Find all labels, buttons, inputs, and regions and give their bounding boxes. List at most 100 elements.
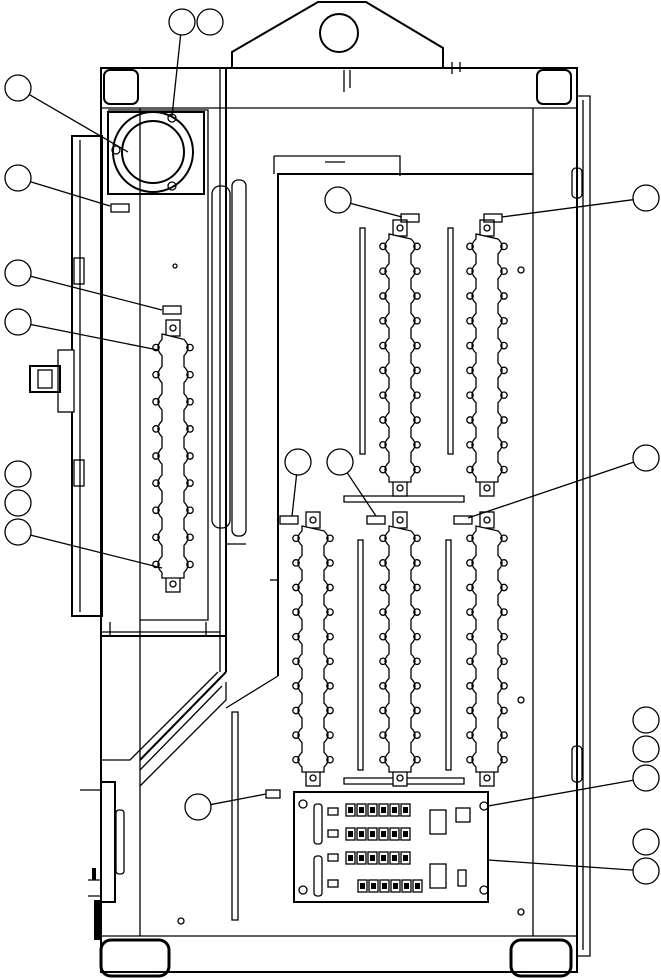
relay-coil [381, 831, 386, 837]
strip-screw [483, 516, 491, 524]
terminal-screw [500, 242, 508, 251]
terminal-screw [186, 397, 194, 406]
terminal-screw [326, 583, 334, 592]
leader-lines [28, 34, 634, 871]
terminal-screw [413, 534, 421, 543]
relay-coil [359, 855, 364, 861]
terminal-screw [466, 755, 474, 764]
terminal-screw [466, 316, 474, 325]
terminal-screw [152, 343, 160, 352]
terminal-screw [326, 755, 334, 764]
terminal-screw [292, 755, 300, 764]
relay-coil [403, 855, 408, 861]
terminal-screw [292, 534, 300, 543]
callout-balloon [632, 706, 660, 734]
strip-screw [396, 516, 404, 524]
strip-body [384, 525, 416, 773]
terminal-screw [413, 682, 421, 690]
relay-coil [392, 855, 397, 861]
terminal-screw [379, 341, 387, 350]
strip-end-tab [479, 511, 495, 529]
terminal-screw [413, 416, 421, 424]
mounting-rails [357, 227, 454, 771]
diode [327, 829, 339, 838]
terminal-screw [379, 316, 387, 325]
callout-balloon [168, 8, 196, 36]
terminal-screw [413, 267, 421, 276]
terminal-screw [379, 657, 387, 666]
terminal-screw [152, 560, 160, 569]
callout-balloon [632, 184, 660, 212]
callout-balloon [632, 444, 660, 472]
callout-balloon [632, 764, 660, 792]
terminal-screw [500, 341, 508, 350]
relay-coil [370, 807, 375, 813]
terminal-screw [466, 583, 474, 592]
terminal-screw [500, 657, 508, 666]
terminal-screw [500, 465, 508, 474]
callout-balloon [4, 164, 32, 192]
terminal-screw [152, 479, 160, 487]
back-panel [172, 155, 583, 916]
connector-board [293, 791, 489, 903]
relay-coil [370, 831, 375, 837]
terminal-screw [500, 316, 508, 325]
terminal-screw [326, 608, 334, 616]
terminal-screw [326, 534, 334, 543]
terminal-screw [292, 731, 300, 739]
terminal-screw [500, 706, 508, 715]
terminal-screw [500, 731, 508, 739]
cable-gland-port [107, 111, 205, 195]
strip-end-tab [392, 511, 408, 529]
terminal-screw [292, 657, 300, 666]
terminal-screw [186, 425, 194, 433]
terminal-screw [379, 559, 387, 567]
terminal-screw [466, 242, 474, 251]
strip-screw [483, 774, 491, 782]
strip-screw [309, 516, 317, 524]
callout-balloon [196, 8, 224, 36]
terminal-screw [379, 682, 387, 690]
terminal-screw [292, 706, 300, 715]
terminal-screw [379, 391, 387, 400]
terminal-screw [186, 370, 194, 379]
terminal-strip [152, 319, 194, 593]
callout-balloon [4, 74, 32, 102]
terminal-screw [413, 731, 421, 739]
strip-body [471, 525, 503, 773]
strip-screw [483, 484, 491, 492]
terminal-screw [379, 583, 387, 592]
callout-balloon [4, 460, 32, 488]
terminal-screw [413, 706, 421, 715]
terminal-screw [379, 731, 387, 739]
terminal-screw [413, 632, 421, 641]
leader-line [291, 474, 298, 517]
callout-balloon [326, 448, 354, 476]
terminal-screw [466, 534, 474, 543]
relay-coil [392, 807, 397, 813]
corner-feet [99, 69, 573, 978]
relay-coil [382, 883, 387, 889]
terminal-screw [413, 559, 421, 567]
relay-coil [359, 831, 364, 837]
leader-line [171, 34, 182, 117]
strip-screw [396, 774, 404, 782]
terminal-screw [466, 292, 474, 300]
callout-balloon [184, 793, 212, 821]
terminal-screw [326, 632, 334, 641]
terminal-screw [466, 608, 474, 616]
terminal-screw [413, 440, 421, 449]
terminal-screw [466, 267, 474, 276]
terminal-screw [379, 755, 387, 764]
terminal-screw [466, 341, 474, 350]
terminal-screw [379, 292, 387, 300]
diode [327, 879, 339, 888]
terminal-screw [152, 533, 160, 542]
strip-end-tab [165, 319, 181, 337]
callout-balloons [4, 8, 660, 885]
terminal-strip [466, 219, 508, 497]
callout-balloon [4, 308, 32, 336]
relay-coil [348, 831, 353, 837]
terminal-strip [379, 219, 421, 497]
callout-balloon [632, 735, 660, 763]
